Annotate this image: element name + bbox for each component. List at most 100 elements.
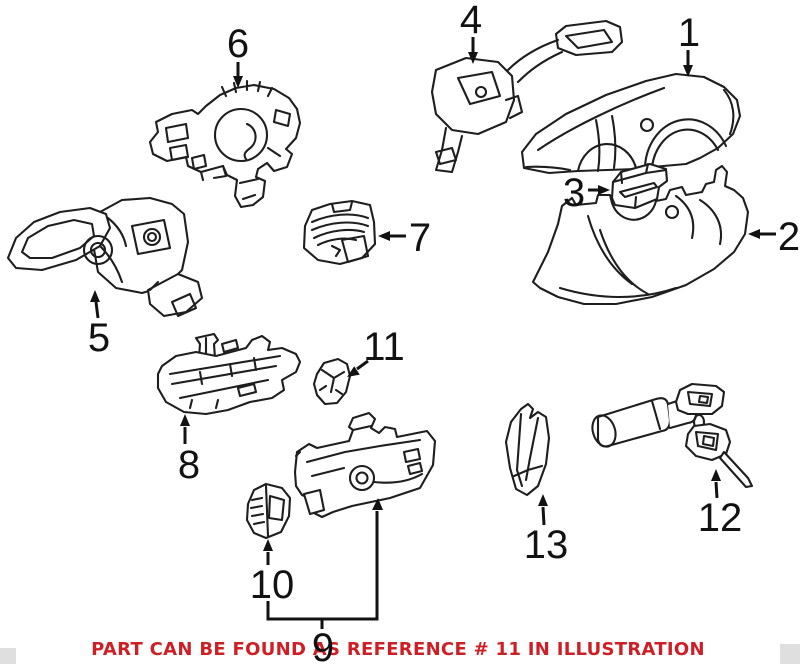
detail bbox=[305, 438, 424, 484]
callout-1: 1 bbox=[678, 11, 700, 77]
arrow-up-icon bbox=[180, 414, 190, 426]
callout-label: 2 bbox=[778, 215, 800, 259]
arrow-down-icon bbox=[233, 76, 243, 88]
part-drawing-4 bbox=[430, 19, 624, 174]
detail bbox=[164, 122, 208, 171]
detail bbox=[98, 216, 128, 284]
detail bbox=[330, 200, 354, 214]
foot bbox=[302, 488, 326, 516]
callout-label: 10 bbox=[250, 563, 295, 607]
leg bbox=[434, 126, 464, 174]
callout-6: 6 bbox=[227, 22, 249, 88]
callout-arrow-line bbox=[356, 359, 369, 371]
part-drawing-8 bbox=[156, 332, 302, 416]
callout-arrow-line bbox=[94, 301, 100, 319]
arrow-left-icon bbox=[378, 231, 390, 241]
detail bbox=[694, 430, 720, 452]
body bbox=[430, 56, 516, 136]
arch bbox=[650, 128, 720, 169]
callout-label: 3 bbox=[563, 171, 585, 215]
caption-text: PART CAN BE FOUND AS REFERENCE # 11 IN I… bbox=[91, 639, 705, 660]
callout-10: 10 bbox=[250, 539, 295, 607]
arrow-up-icon bbox=[711, 469, 721, 481]
boss bbox=[348, 464, 376, 492]
callout-label: 7 bbox=[409, 216, 431, 260]
callout-13: 13 bbox=[524, 494, 569, 567]
key-blade bbox=[718, 450, 754, 489]
detail bbox=[294, 424, 424, 476]
detail bbox=[664, 204, 680, 220]
detail bbox=[89, 241, 107, 259]
callout-arrow-line bbox=[541, 506, 546, 526]
part-drawing-6 bbox=[148, 79, 302, 209]
detail bbox=[456, 70, 502, 106]
callout-label: 1 bbox=[678, 11, 700, 55]
detail bbox=[146, 231, 158, 243]
arrow-up-icon bbox=[263, 539, 273, 551]
detail bbox=[198, 356, 258, 386]
scan-artifact bbox=[0, 648, 16, 664]
detail bbox=[618, 170, 659, 210]
detail bbox=[474, 85, 488, 99]
part-drawing-2 bbox=[531, 164, 750, 306]
callout-label: 11 bbox=[363, 325, 405, 369]
callout-label: 4 bbox=[460, 0, 482, 42]
detail bbox=[220, 79, 274, 98]
detail bbox=[650, 399, 662, 431]
arch bbox=[643, 118, 728, 170]
detail bbox=[686, 390, 714, 408]
detail bbox=[168, 354, 282, 400]
callout-arrow-line bbox=[714, 481, 719, 499]
boss bbox=[355, 471, 369, 485]
part-drawing-1 bbox=[520, 72, 742, 175]
detail bbox=[639, 117, 655, 133]
part-drawing-10 bbox=[245, 482, 292, 540]
detail bbox=[611, 162, 668, 184]
outline bbox=[148, 83, 302, 209]
detail bbox=[142, 227, 162, 247]
callout-5: 5 bbox=[88, 290, 110, 360]
barrel-end bbox=[591, 414, 617, 448]
arrow-down-icon bbox=[683, 65, 693, 77]
detail bbox=[524, 86, 735, 172]
detail bbox=[564, 28, 614, 50]
detail bbox=[249, 496, 266, 526]
detail bbox=[130, 218, 172, 256]
scan-artifact bbox=[780, 644, 800, 664]
lever-arm bbox=[506, 38, 564, 84]
callout-7: 7 bbox=[378, 216, 431, 260]
arrow-up-icon bbox=[90, 290, 100, 302]
detail bbox=[504, 94, 524, 120]
detail bbox=[310, 213, 370, 247]
part-drawing-7 bbox=[302, 199, 377, 266]
callout-4: 4 bbox=[460, 0, 482, 64]
outline bbox=[302, 199, 377, 266]
detail bbox=[148, 280, 198, 318]
arrow-down-left-icon bbox=[347, 366, 360, 377]
detail bbox=[199, 164, 260, 201]
part-drawing-11 bbox=[312, 357, 352, 406]
arrow-up-icon bbox=[372, 498, 383, 510]
detail bbox=[267, 494, 286, 522]
callout-12: 12 bbox=[698, 469, 743, 540]
callout-11: 11 bbox=[347, 325, 405, 377]
callout-label: 13 bbox=[524, 523, 569, 567]
outline bbox=[293, 411, 437, 519]
callout-9: 9 bbox=[266, 498, 383, 664]
callout-label: 5 bbox=[88, 316, 110, 360]
detail bbox=[586, 214, 650, 296]
arrow-left-icon bbox=[748, 229, 760, 239]
callout-label: 12 bbox=[698, 496, 743, 540]
part-drawing-9 bbox=[293, 411, 437, 519]
detail bbox=[266, 108, 292, 158]
arrow-right-icon bbox=[598, 185, 610, 195]
part-drawing-12 bbox=[591, 382, 754, 489]
callout-label: 6 bbox=[227, 22, 249, 66]
detail bbox=[318, 368, 346, 396]
detail bbox=[213, 107, 269, 163]
arrow-down-icon bbox=[468, 52, 478, 64]
detail bbox=[82, 234, 114, 266]
callout-3: 3 bbox=[563, 171, 610, 215]
detail bbox=[330, 234, 370, 264]
